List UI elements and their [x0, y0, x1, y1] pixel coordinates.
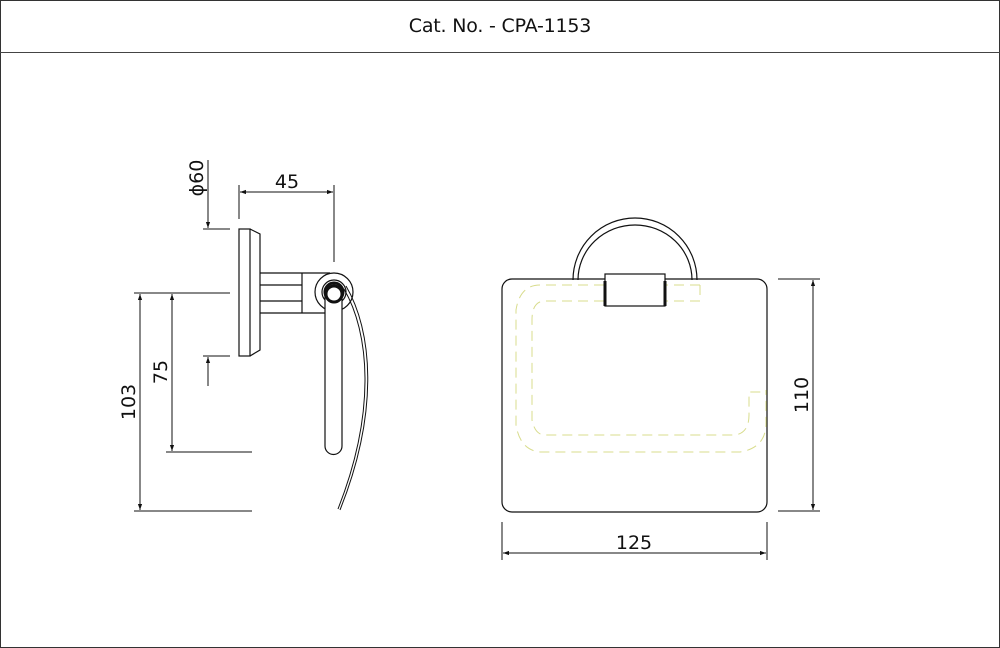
side-view [238, 228, 369, 511]
dimension-width: 125 [616, 532, 652, 554]
side-view-dimensions [134, 160, 335, 512]
center-clamp [604, 273, 666, 307]
cover-flap [337, 285, 369, 511]
catalog-number-title: Cat. No. - CPA-1153 [408, 15, 592, 37]
front-view-dimensions [501, 278, 820, 560]
hanger-arc [572, 217, 698, 281]
front-view [501, 217, 768, 513]
wall-plate [238, 228, 261, 357]
dimension-height-mount: 75 [150, 360, 172, 384]
dimension-diameter: ϕ60 [186, 160, 208, 197]
dimension-projection: 45 [275, 171, 299, 193]
hidden-rod-outline [515, 284, 767, 453]
dimension-height: 110 [791, 377, 813, 413]
title-bar: Cat. No. - CPA-1153 [0, 0, 1000, 53]
hanging-rod [324, 295, 343, 456]
cover-plate [501, 278, 768, 513]
dimension-height-total: 103 [118, 384, 140, 420]
